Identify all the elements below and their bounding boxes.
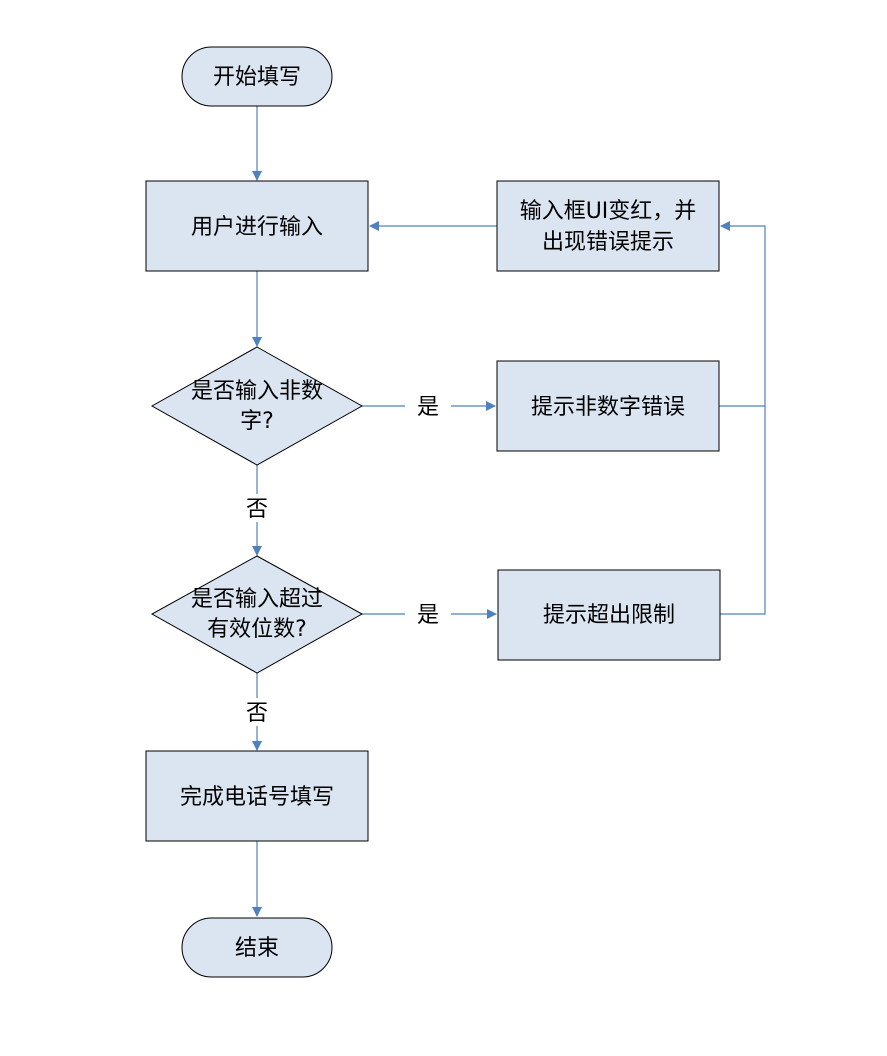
node-start: 开始填写 (181, 46, 333, 107)
node-check-nonnumeric: 是否输入非数 字? (150, 346, 364, 466)
node-check-length-line2: 有效位数? (207, 617, 307, 642)
node-user-input: 用户进行输入 (145, 180, 369, 272)
node-nonnumeric-error: 提示非数字错误 (496, 360, 720, 452)
node-nonnumeric-error-label: 提示非数字错误 (531, 395, 685, 420)
node-end-label: 结束 (235, 936, 279, 961)
node-check-length-line1: 是否输入超过 (191, 587, 323, 612)
node-over-limit: 提示超出限制 (497, 569, 721, 661)
edge-nonnumeric-to-uired (719, 221, 766, 407)
node-complete-label: 完成电话号填写 (180, 785, 334, 810)
node-ui-red-line2: 出现错误提示 (542, 230, 674, 255)
node-check-nonnumeric-line2: 字? (240, 409, 274, 434)
node-check-nonnumeric-line1: 是否输入非数 (191, 379, 323, 404)
edge-label-yes-2: 是 (417, 603, 439, 628)
edge-label-no-1: 否 (246, 497, 268, 522)
node-end: 结束 (181, 917, 333, 978)
edge-labels: 是 否 是 否 (234, 392, 451, 726)
edge-label-no-2: 否 (246, 701, 268, 726)
node-start-label: 开始填写 (213, 65, 301, 90)
node-ui-red: 输入框UI变红，并 出现错误提示 (496, 180, 720, 272)
node-check-length: 是否输入超过 有效位数? (150, 555, 364, 674)
node-user-input-label: 用户进行输入 (191, 215, 323, 240)
edge-label-yes-1: 是 (417, 395, 439, 420)
edge-overlimit-to-uired (720, 406, 766, 615)
node-over-limit-label: 提示超出限制 (543, 603, 675, 628)
node-complete: 完成电话号填写 (145, 750, 369, 842)
node-ui-red-line1: 输入框UI变红，并 (520, 199, 697, 224)
